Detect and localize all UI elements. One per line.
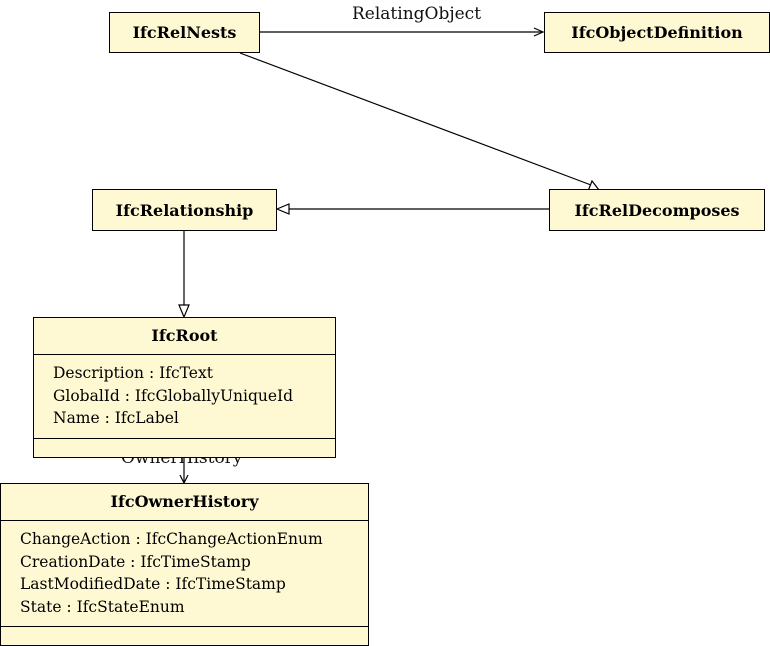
relating-object-label: RelatingObject: [352, 4, 482, 24]
class-name: IfcObjectDefinition: [571, 23, 743, 42]
class-ifc-rel-decomposes[interactable]: IfcRelDecomposes: [549, 189, 765, 231]
class-ifc-root[interactable]: IfcRoot Description : IfcText GlobalId :…: [33, 317, 336, 458]
attribute-name: Name : IfcLabel: [53, 409, 179, 427]
generalization-triangle-root: [178, 304, 190, 319]
attribute-creation-date: CreationDate : IfcTimeStamp: [20, 552, 251, 571]
attribute-global-id: GlobalId : IfcGloballyUniqueId: [53, 386, 294, 405]
class-name: IfcRelDecomposes: [574, 200, 740, 220]
class-ifc-object-definition[interactable]: IfcObjectDefinition: [544, 12, 770, 53]
attribute-compartment: Description : IfcText GlobalId : IfcGlob…: [34, 355, 335, 439]
class-ifc-relationship[interactable]: IfcRelationship: [92, 189, 277, 231]
class-name: IfcRelNests: [132, 23, 237, 42]
class-name: IfcRoot: [34, 318, 335, 355]
generalization-triangle-relationship: [275, 203, 290, 215]
attribute-compartment: ChangeAction : IfcChangeActionEnum Creat…: [1, 521, 368, 627]
class-ifc-rel-nests[interactable]: IfcRelNests: [109, 12, 260, 53]
class-name: IfcRelationship: [115, 200, 254, 220]
attribute-last-modified-date: LastModifiedDate : IfcTimeStamp: [20, 575, 286, 593]
edge-relating-object-arrowhead: [533, 27, 545, 37]
class-ifc-owner-history[interactable]: IfcOwnerHistory ChangeAction : IfcChange…: [0, 483, 369, 646]
edge-relnests-generalization: [239, 52, 592, 186]
attribute-change-action: ChangeAction : IfcChangeActionEnum: [20, 530, 323, 548]
class-name: IfcOwnerHistory: [1, 484, 368, 521]
attribute-state: State : IfcStateEnum: [20, 597, 185, 616]
attribute-description: Description : IfcText: [53, 364, 213, 382]
